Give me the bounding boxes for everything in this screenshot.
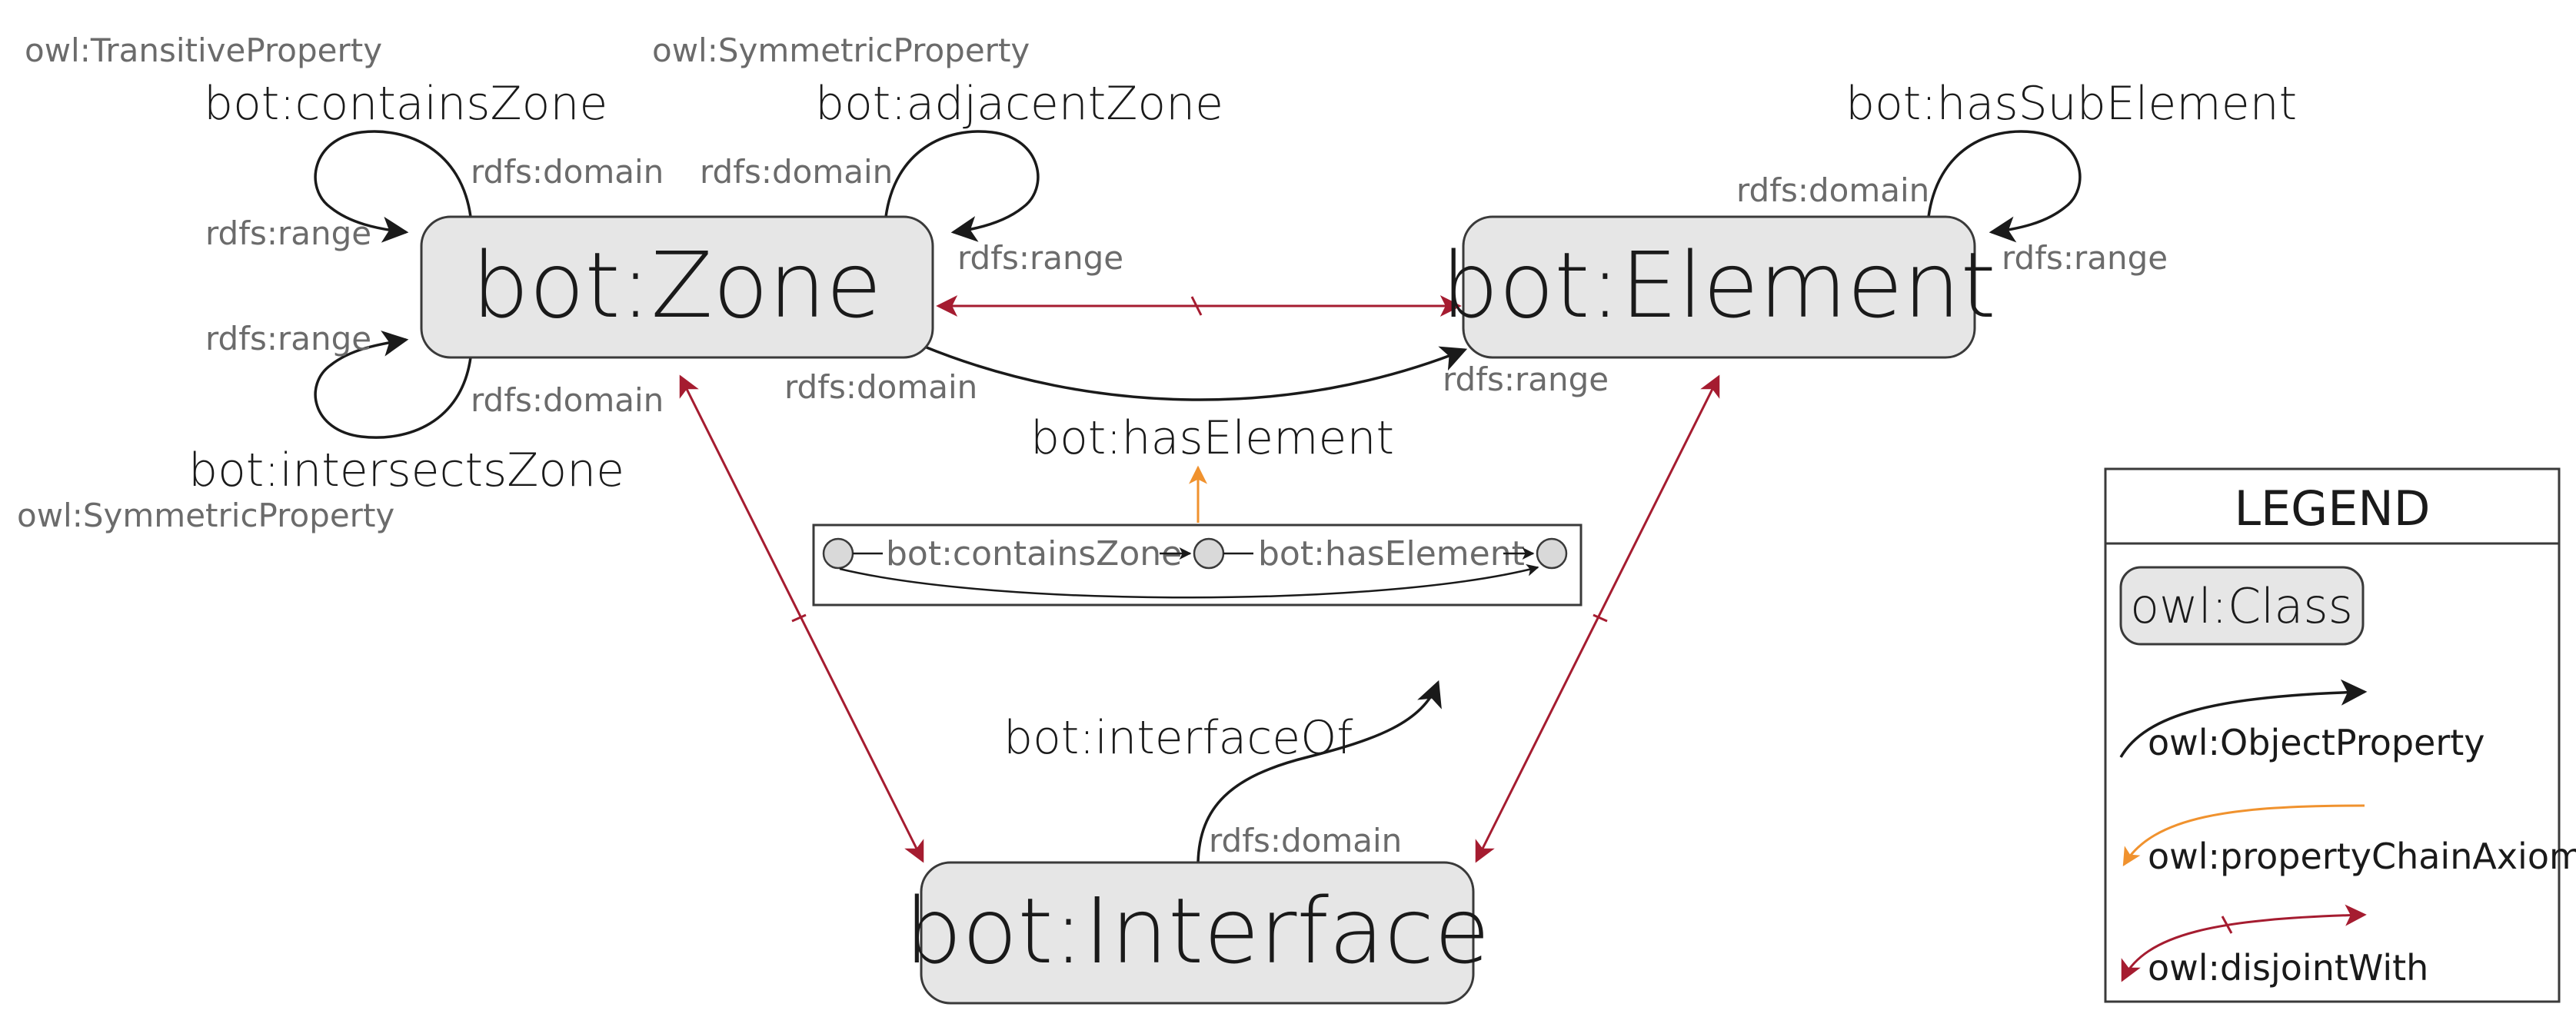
edge-interface-of [1196,680,1442,863]
legend: LEGEND owl:Class owl:ObjectProperty owl:… [2104,467,2576,1003]
annotation-domain: rdfs:domain [471,153,664,191]
annotation-domain: rdfs:domain [700,153,893,191]
annotation-domain: rdfs:domain [1209,822,1402,859]
characteristic-adjacent-zone: owl:SymmetricProperty [652,32,1030,69]
property-label-has-sub-element: bot:hasSubElement [1845,77,2297,131]
annotation-domain: rdfs:domain [784,368,977,406]
legend-object-property-swatch [2119,679,2368,758]
class-label: bot:Element [1441,232,1996,338]
disjoint-tick [1190,296,1203,316]
chain-node [822,537,854,570]
edge-adjacent-zone [884,130,1040,242]
legend-disjoint-label: owl:disjointWith [2148,947,2428,989]
legend-property-chain-label: owl:propertyChainAxiom [2148,836,2576,877]
class-node-zone[interactable]: bot:Zone [420,215,934,359]
chain-step-label: bot:containsZone [886,534,1182,573]
annotation-range: rdfs:range [1443,361,1609,398]
property-chain-box: bot:containsZone bot:hasElement [812,523,1583,607]
legend-property-chain-swatch [2122,804,2365,867]
legend-disjoint-swatch [2121,904,2367,982]
annotation-range: rdfs:range [957,239,1123,277]
annotation-domain: rdfs:domain [471,381,664,419]
characteristic-contains-zone: owl:TransitiveProperty [25,32,382,69]
property-label-has-element: bot:hasElement [1030,411,1394,465]
property-label-interface-of: bot:interfaceOf [1003,711,1353,765]
class-label: bot:Zone [471,232,882,338]
annotation-range: rdfs:range [205,320,371,357]
chain-step-label: bot:hasElement [1258,534,1525,573]
disjoint-tick [2221,916,2233,934]
legend-title: LEGEND [2234,480,2430,537]
legend-class-swatch [2119,566,2365,646]
property-label-contains-zone: bot:containsZone [204,77,607,131]
class-node-interface[interactable]: bot:Interface [904,861,1490,1005]
disjoint-tick [791,613,807,623]
annotation-range: rdfs:range [2002,239,2168,277]
edge-contains-zone [314,130,472,243]
class-label: bot:Interface [904,878,1489,984]
edge-intersects-zone [314,330,472,439]
chain-node [1536,537,1568,570]
class-node-element[interactable]: bot:Element [1441,215,1996,359]
property-label-adjacent-zone: bot:adjacentZone [815,77,1223,131]
edge-has-element [922,344,1468,401]
chain-node [1193,537,1225,570]
annotation-range: rdfs:range [205,214,371,252]
legend-object-property-label: owl:ObjectProperty [2148,722,2485,763]
edge-has-sub-element [1927,130,2082,243]
disjoint-edge-element-interface [1475,374,1720,863]
annotation-domain: rdfs:domain [1736,171,1929,209]
legend-class-label: owl:Class [2130,578,2353,634]
characteristic-intersects-zone: owl:SymmetricProperty [17,497,394,534]
property-label-intersects-zone: bot:intersectsZone [188,444,624,497]
disjoint-edge-zone-interface [679,374,924,863]
disjoint-tick [1593,613,1608,623]
